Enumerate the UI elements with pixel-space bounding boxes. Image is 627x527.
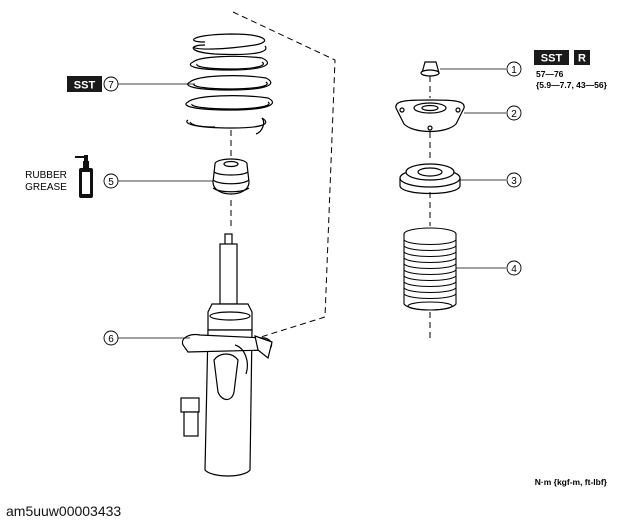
callout-1: 1 <box>511 65 517 76</box>
callout-circles <box>103 61 522 346</box>
leader-lines <box>116 68 506 339</box>
sst-badge-right: SST <box>534 50 569 65</box>
callout-7: 7 <box>108 80 114 91</box>
callout-2: 2 <box>511 109 517 120</box>
torque-units-label: N·m {kgf-m, ft-lbf} <box>535 477 608 487</box>
bump-stopper <box>212 158 250 195</box>
rubber-grease-label-line2: GREASE <box>25 182 67 193</box>
callout-3: 3 <box>511 176 517 187</box>
rubber-grease-label-line1: RUBBER <box>25 170 67 181</box>
torque-spec-nm: 57—76 <box>536 69 564 79</box>
sst-badge-right-text: SST <box>541 53 563 65</box>
coil-spring <box>185 33 274 135</box>
callout-4: 4 <box>511 264 517 275</box>
shock-absorber <box>180 233 273 477</box>
image-id-caption: am5uuw00003433 <box>6 503 122 519</box>
dust-boot <box>403 227 457 311</box>
r-badge: R <box>574 50 590 65</box>
sst-badge-left: SST <box>67 76 102 92</box>
sst-badge-left-text: SST <box>74 80 96 92</box>
torque-spec-kgf-ftlbf: {5.9—7.7, 43—56} <box>536 80 608 90</box>
lock-nut <box>420 61 440 77</box>
dashed-guide <box>230 11 431 347</box>
strut-exploded-diagram: 1 2 3 4 5 6 7 SST SST R 57—76 {5.9—7.7, … <box>25 11 608 487</box>
mounting-block <box>395 99 465 133</box>
callout-6: 6 <box>108 334 114 345</box>
upper-spring-seat <box>399 163 461 195</box>
grease-can-icon <box>75 155 93 198</box>
callout-5: 5 <box>108 177 114 188</box>
r-badge-text: R <box>578 53 586 65</box>
